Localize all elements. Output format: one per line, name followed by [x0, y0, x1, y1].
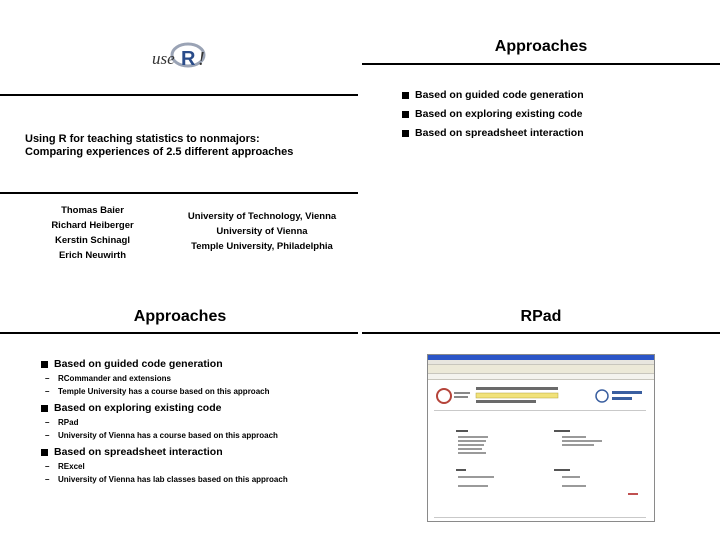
bullet-list: Based on guided code generation Based on… — [402, 87, 712, 142]
author: Thomas Baier — [61, 205, 124, 216]
sub-bullet-item: University of Vienna has a course based … — [41, 431, 311, 441]
slide-title: Approaches — [133, 308, 227, 325]
bullet-group: Based on spreadsheet interaction — [41, 444, 311, 461]
bullet-group: Based on guided code generation — [41, 356, 311, 373]
footer-link[interactable] — [628, 493, 638, 495]
text-line — [562, 476, 580, 478]
footer-rule — [434, 517, 646, 518]
text-line — [562, 440, 602, 442]
slide-title: RPad — [520, 308, 562, 325]
affiliation: University of Vienna — [216, 226, 308, 237]
talk-title: Using R for teaching statistics to nonma… — [25, 133, 355, 159]
browser-toolbar — [428, 365, 654, 374]
section-project-heading — [554, 430, 570, 432]
text-line — [458, 476, 494, 478]
site-header — [434, 385, 646, 407]
text-line — [458, 440, 486, 442]
text-line — [458, 452, 486, 454]
affiliation-list: University of Technology, Vienna Univers… — [170, 209, 354, 254]
bullet-item: Based on exploring existing code — [41, 400, 311, 417]
affiliation: Temple University, Philadelphia — [191, 241, 333, 252]
bullet-label: Based on spreadsheet interaction — [54, 446, 223, 458]
sub-bullet-item: University of Vienna has lab classes bas… — [41, 475, 311, 485]
sub-bullet-list: RCommander and extensions Temple Univers… — [41, 374, 311, 397]
slide-title: Approaches — [494, 38, 588, 55]
rpad-browser-screenshot — [427, 354, 655, 522]
author: Kerstin Schinagl — [55, 235, 130, 246]
talk-title-line-2: Comparing experiences of 2.5 different a… — [25, 146, 294, 158]
sub-bullet-item: Temple University has a course based on … — [41, 387, 311, 397]
text-line — [562, 444, 594, 446]
svg-text:use: use — [152, 49, 175, 68]
divider — [362, 63, 720, 65]
bullet-item: Based on exploring existing code — [402, 106, 712, 123]
text-line — [562, 485, 586, 487]
text-line — [458, 436, 488, 438]
text-line — [458, 448, 482, 450]
svg-text:!: ! — [198, 48, 205, 70]
bullet-label: Based on guided code generation — [54, 358, 223, 370]
bullet-item: Based on guided code generation — [41, 356, 311, 373]
browser-menu-bar — [428, 360, 654, 365]
section-goal-heading — [456, 469, 466, 471]
sub-bullet-item: RCommander and extensions — [41, 374, 311, 384]
bullet-item: Based on guided code generation — [402, 87, 712, 104]
talk-title-line-1: Using R for teaching statistics to nonma… — [25, 133, 260, 145]
author-list: Thomas Baier Richard Heiberger Kerstin S… — [40, 203, 145, 263]
affiliation: University of Technology, Vienna — [187, 211, 337, 222]
divider — [0, 192, 358, 194]
browser-title-bar — [428, 355, 654, 360]
bullet-label: Based on exploring existing code — [54, 402, 222, 414]
user-logo-graphic: use R ! — [152, 42, 206, 70]
author: Erich Neuwirth — [58, 250, 127, 261]
bullet-list: Based on guided code generation RCommand… — [41, 356, 311, 488]
text-line — [458, 485, 488, 487]
sub-bullet-list: RExcel University of Vienna has lab clas… — [41, 462, 311, 485]
user-logo: use R ! — [150, 38, 220, 72]
sub-bullet-item: RExcel — [41, 462, 311, 472]
site-header-graphic — [436, 387, 642, 404]
section-team-heading — [456, 430, 468, 432]
sub-bullet-list: RPad University of Vienna has a course b… — [41, 418, 311, 441]
header-rule — [434, 410, 646, 411]
author: Richard Heiberger — [51, 220, 134, 231]
divider — [0, 332, 358, 334]
svg-text:R: R — [181, 48, 196, 70]
divider — [362, 332, 720, 334]
sub-bullet-item: RPad — [41, 418, 311, 428]
bullet-group: Based on exploring existing code — [41, 400, 311, 417]
text-line — [562, 436, 586, 438]
divider — [0, 94, 358, 96]
text-line — [458, 444, 484, 446]
section-support-heading — [554, 469, 570, 471]
browser-address-bar — [428, 374, 654, 380]
bullet-item: Based on spreadsheet interaction — [41, 444, 311, 461]
bullet-item: Based on spreadsheet interaction — [402, 125, 712, 142]
